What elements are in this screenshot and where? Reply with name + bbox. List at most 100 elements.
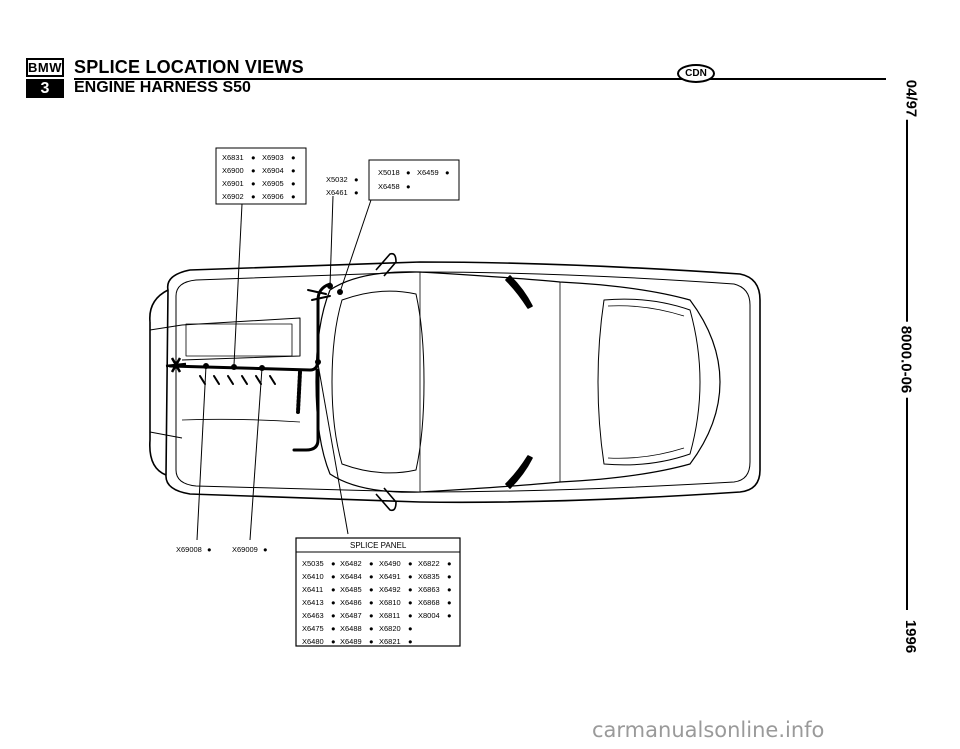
callout-dot: ●	[251, 153, 256, 162]
splice-code: X6484	[340, 572, 362, 581]
bmw-badge: BMW	[26, 58, 64, 77]
splice-code: X6821	[379, 637, 401, 646]
callout-dot: ●	[251, 166, 256, 175]
callout-label: X6905	[262, 179, 284, 188]
watermark: carmanualsonline.info	[592, 718, 825, 742]
callout-box-right	[368, 159, 460, 201]
splice-code: X6863	[418, 585, 440, 594]
splice-code: X6492	[379, 585, 401, 594]
splice-panel-rows: X5035 ● X6482 ● X6490 ● X6822 ● X6410 ● X6484 ● X649…	[302, 559, 452, 646]
callout-label: X5032	[326, 175, 348, 184]
splice-code: X6835	[418, 572, 440, 581]
splice-code: X6413	[302, 598, 324, 607]
splice-code: X6487	[340, 611, 362, 620]
splice-code: X6485	[340, 585, 362, 594]
callout-label: X6904	[262, 166, 284, 175]
splice-dot: ●	[369, 585, 374, 594]
callout-label: X6461	[326, 188, 348, 197]
page-subtitle: ENGINE HARNESS S50	[74, 79, 251, 96]
callout-dot: ●	[207, 545, 212, 554]
splice-dot: ●	[447, 559, 452, 568]
callout-label: X6831	[222, 153, 244, 162]
harness-splice-dots	[203, 283, 343, 371]
callout-dot: ●	[291, 153, 296, 162]
splice-dot: ●	[369, 572, 374, 581]
callout-dot: ●	[445, 168, 450, 177]
callout-dot: ●	[251, 179, 256, 188]
splice-code: X6490	[379, 559, 401, 568]
callout-left-texts: X6831 ● X6903 ● X6900 ● X6904 ● X6901 ● …	[222, 153, 296, 201]
leader-lines	[196, 195, 372, 541]
splice-dot: ●	[408, 585, 413, 594]
splice-code: X6410	[302, 572, 324, 581]
region-badge: CDN	[677, 64, 715, 83]
splice-dot: ●	[447, 598, 452, 607]
splice-dot: ●	[331, 585, 336, 594]
splice-code: X6811	[379, 611, 400, 620]
splice-dot: ●	[447, 585, 452, 594]
splice-code: X6822	[418, 559, 440, 568]
splice-dot: ●	[447, 611, 452, 620]
splice-code: X8004	[418, 611, 440, 620]
callout-label: X6459	[417, 168, 439, 177]
splice-dot: ●	[408, 624, 413, 633]
callout-label: X5018	[378, 168, 400, 177]
splice-dot: ●	[331, 611, 336, 620]
splice-dot: ●	[408, 598, 413, 607]
engine-harness	[168, 282, 332, 452]
bmw-series-logo: BMW 3	[26, 58, 64, 98]
splice-dot: ●	[331, 598, 336, 607]
callout-dot: ●	[291, 166, 296, 175]
splice-dot: ●	[408, 611, 413, 620]
page-title: SPLICE LOCATION VIEWS	[74, 57, 304, 77]
splice-dot: ●	[331, 572, 336, 581]
callout-label: X6901	[222, 179, 244, 188]
splice-dot: ●	[369, 611, 374, 620]
splice-dot: ●	[331, 637, 336, 646]
callout-dot: ●	[406, 168, 411, 177]
series-badge: 3	[26, 79, 64, 98]
callout-label: X6900	[222, 166, 244, 175]
splice-dot: ●	[408, 572, 413, 581]
splice-panel-box	[295, 537, 461, 647]
callout-box-left	[215, 147, 307, 205]
splice-panel-title: SPLICE PANEL	[350, 541, 407, 550]
callout-dot: ●	[291, 179, 296, 188]
splice-code: X6475	[302, 624, 324, 633]
splice-code: X6810	[379, 598, 401, 607]
callout-bottom-texts: X69008 ● X69009 ●	[176, 545, 268, 554]
car-outline	[149, 252, 761, 512]
callout-dot: ●	[354, 175, 359, 184]
splice-code: X6489	[340, 637, 362, 646]
splice-code: X6491	[379, 572, 401, 581]
splice-dot: ●	[369, 598, 374, 607]
callout-dot: ●	[291, 192, 296, 201]
splice-dot: ●	[331, 559, 336, 568]
callout-mid-texts: X5032 ● X6461 ●	[326, 175, 359, 197]
callout-label: X69008	[176, 545, 202, 554]
harness-connector-star	[165, 357, 187, 373]
callout-label: X6902	[222, 192, 244, 201]
splice-dot: ●	[369, 637, 374, 646]
callout-label: X6458	[378, 182, 400, 191]
splice-code: X6463	[302, 611, 324, 620]
splice-dot: ●	[331, 624, 336, 633]
splice-dot: ●	[369, 624, 374, 633]
callout-label: X6903	[262, 153, 284, 162]
callout-label: X69009	[232, 545, 258, 554]
splice-dot: ●	[408, 559, 413, 568]
splice-code: X5035	[302, 559, 324, 568]
splice-code: X6488	[340, 624, 362, 633]
splice-code: X6411	[302, 585, 323, 594]
callout-right-texts: X5018 ● X6459 ● X6458 ●	[378, 168, 450, 191]
callout-dot: ●	[354, 188, 359, 197]
callout-dot: ●	[251, 192, 256, 201]
splice-code: X6820	[379, 624, 401, 633]
callout-label: X6906	[262, 192, 284, 201]
splice-code: X6486	[340, 598, 362, 607]
splice-code: X6482	[340, 559, 362, 568]
splice-code: X6868	[418, 598, 440, 607]
splice-dot: ●	[447, 572, 452, 581]
header-rule	[74, 78, 886, 80]
